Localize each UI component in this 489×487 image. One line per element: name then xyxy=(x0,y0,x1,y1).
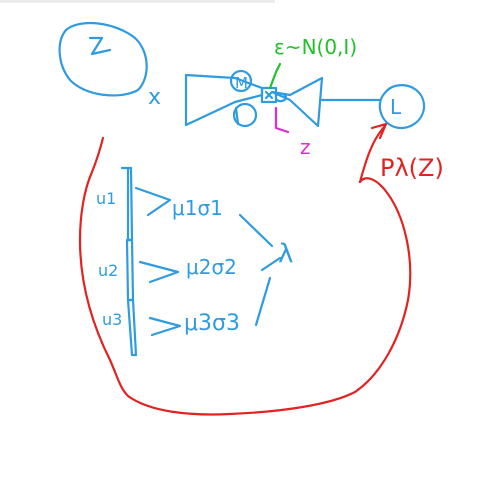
input-label: x xyxy=(148,85,161,110)
gaussian-2-label: μ2σ2 xyxy=(186,255,237,279)
noise-label: ε~N(0,I) xyxy=(274,35,357,59)
loss-label: L xyxy=(390,95,402,119)
latent-label: z xyxy=(300,135,311,159)
prior-network-boundary xyxy=(78,136,412,416)
gaussian-1-label: μ1σ1 xyxy=(172,196,223,220)
input-u1-label: u1 xyxy=(96,189,116,208)
loss-circle xyxy=(378,84,426,130)
prior-label: Pλ(Z) xyxy=(380,154,444,182)
encoder-label: M xyxy=(235,74,248,92)
merge-line-1 xyxy=(238,213,274,248)
gaussian-3-label: μ3σ3 xyxy=(184,311,240,336)
canvas-top-edge xyxy=(0,0,275,3)
input-u3-label: u3 xyxy=(102,310,122,329)
input-stack xyxy=(120,166,138,357)
lambda-label: λ xyxy=(278,239,293,269)
latent-marker xyxy=(274,106,290,134)
autoencoder-bowtie xyxy=(184,69,324,128)
merge-line-3 xyxy=(254,276,272,327)
arrow-2 xyxy=(138,260,180,284)
input-u2-label: u2 xyxy=(98,261,118,280)
input-image-icon xyxy=(58,22,148,97)
noise-connector xyxy=(268,62,282,90)
prior-to-loss-arrow xyxy=(358,122,388,184)
merge-line-2 xyxy=(260,256,282,272)
arrow-3 xyxy=(148,316,182,337)
arrow-1 xyxy=(134,186,172,217)
